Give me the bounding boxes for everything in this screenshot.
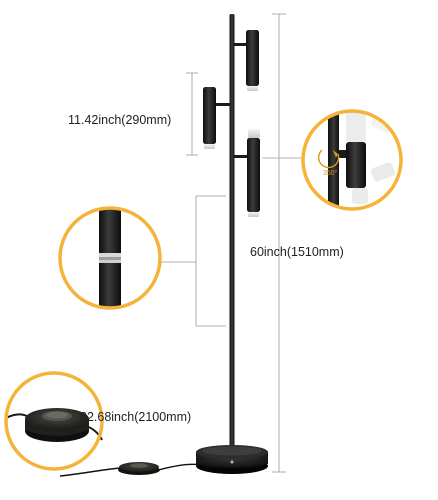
foot-switch-callout <box>4 371 104 471</box>
arm-length-dimension <box>186 72 198 156</box>
height-label: 60inch(1510mm) <box>250 245 344 259</box>
pole-joint-callout <box>58 206 162 310</box>
rotation-angle-label: 350° <box>323 169 338 177</box>
cord-length-label: 82.68inch(2100mm) <box>80 410 191 424</box>
lamp-head-left <box>203 87 230 149</box>
lamp-pole <box>229 14 235 452</box>
power-cord <box>157 463 209 471</box>
rotating-head-callout: 350° <box>301 109 403 211</box>
lamp-head-lower <box>234 129 260 217</box>
arm-length-label: 11.42inch(290mm) <box>68 113 171 127</box>
lamp-head-upper <box>234 30 259 91</box>
joint-callout-bracket <box>160 195 226 327</box>
foot-switch <box>118 462 160 475</box>
lamp-base <box>196 445 268 474</box>
height-dimension <box>272 13 286 473</box>
floor-lamp <box>59 14 268 477</box>
